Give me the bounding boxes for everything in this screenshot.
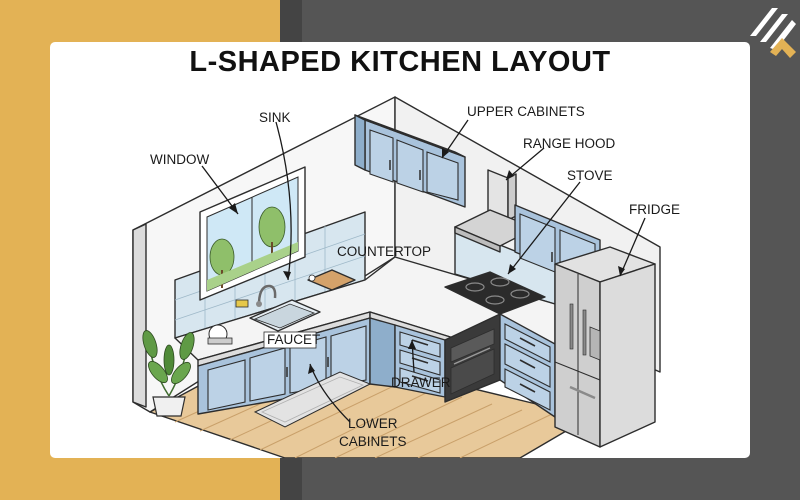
cutting-board-icon — [307, 269, 356, 291]
label-lower-cabinets-line2: CABINETS — [339, 434, 407, 449]
label-fridge: FRIDGE — [629, 202, 680, 217]
label-faucet: FAUCET — [267, 332, 320, 347]
dish-rack-icon — [207, 324, 233, 345]
potted-plant-icon — [142, 330, 195, 417]
label-upper-cabinets: UPPER CABINETS — [467, 104, 585, 119]
label-sink: SINK — [259, 110, 291, 125]
stove — [444, 271, 546, 403]
label-window: WINDOW — [150, 152, 209, 167]
sponge-icon — [235, 299, 249, 308]
drawer-stack — [394, 324, 446, 398]
sink — [207, 284, 321, 345]
kitchen-illustration: WINDOW SINK UPPER CABINETS RANGE HOOD ST… — [132, 96, 680, 458]
floor-rug — [253, 371, 372, 428]
callout-arrowheads — [229, 148, 625, 374]
label-range-hood: RANGE HOOD — [523, 136, 616, 151]
lower-cabinets-right — [499, 313, 556, 418]
upper-cabinets-left — [354, 114, 466, 208]
diagram-card: L-SHAPED KITCHEN LAYOUT — [50, 42, 750, 458]
label-lower-cabinets-line1: LOWER — [348, 416, 398, 431]
label-drawer: DRAWER — [391, 375, 451, 390]
page-title: L-SHAPED KITCHEN LAYOUT — [189, 46, 611, 78]
left-wall-edge — [132, 223, 147, 408]
window-tree — [209, 238, 235, 276]
fridge — [554, 246, 656, 448]
label-stove: STOVE — [567, 168, 613, 183]
faucet-icon — [257, 284, 277, 303]
label-countertop: COUNTERTOP — [337, 244, 431, 259]
brand-logo-icon — [750, 8, 796, 58]
faucet-label-box — [263, 331, 317, 349]
